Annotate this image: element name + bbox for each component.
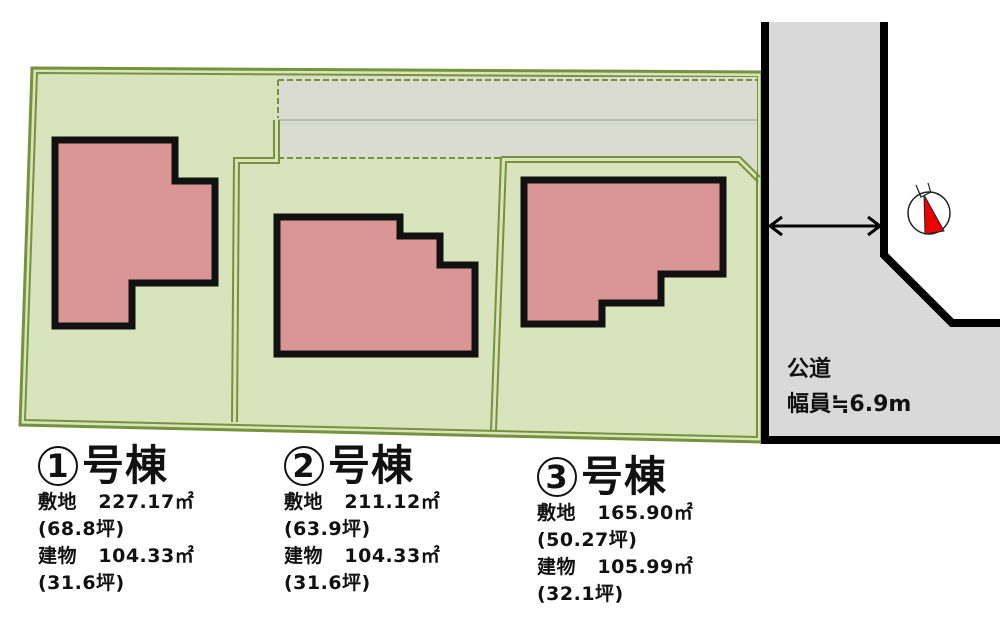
land-area-value: 165.90㎡ xyxy=(597,502,694,524)
building-area-value: 105.99㎡ xyxy=(597,556,694,578)
building-tsubo: (31.6坪) xyxy=(38,572,125,594)
land-area-row: 敷地 227.17㎡ xyxy=(38,489,194,516)
building-area-value: 104.33㎡ xyxy=(344,545,441,567)
lot-1-title: 1 号棟 xyxy=(38,443,194,489)
building-tsubo: (32.1坪) xyxy=(537,583,624,605)
road-label: 公道 幅員≒6.9m xyxy=(787,352,911,422)
road-name: 公道 xyxy=(787,357,832,382)
land-area-row: 敷地 165.90㎡ xyxy=(537,500,693,527)
house-3-footprint xyxy=(520,176,727,328)
shared-driveway xyxy=(277,77,757,175)
lot-2-title: 2 号棟 xyxy=(284,443,440,489)
building-area-row: 建物 104.33㎡ xyxy=(38,543,194,570)
lot-number-badge: 2 xyxy=(284,446,324,486)
land-tsubo: (50.27坪) xyxy=(537,529,638,551)
land-label: 敷地 xyxy=(537,502,577,524)
land-area-value: 227.17㎡ xyxy=(98,491,195,513)
land-label: 敷地 xyxy=(284,491,324,513)
building-label: 建物 xyxy=(284,545,324,567)
land-area-value: 211.12㎡ xyxy=(344,491,441,513)
building-label: 建物 xyxy=(38,545,78,567)
lot-number-badge: 1 xyxy=(38,446,78,486)
lot-title-text: 号棟 xyxy=(328,441,415,490)
land-tsubo: (68.8坪) xyxy=(38,518,125,540)
building-label: 建物 xyxy=(537,556,577,578)
lot-3-title: 3 号棟 xyxy=(537,454,693,500)
building-tsubo: (31.6坪) xyxy=(284,572,371,594)
land-area-row: 敷地 211.12㎡ xyxy=(284,489,440,516)
road-width: 幅員≒6.9m xyxy=(787,392,912,417)
lot-title-text: 号棟 xyxy=(82,441,169,490)
north-arrow-icon xyxy=(907,182,951,235)
lot-1-info: 1 号棟 敷地 227.17㎡ (68.8坪) 建物 104.33㎡ (31.6… xyxy=(38,443,194,597)
building-area-value: 104.33㎡ xyxy=(98,545,195,567)
house-2-footprint xyxy=(273,213,479,358)
lot-3-info: 3 号棟 敷地 165.90㎡ (50.27坪) 建物 105.99㎡ (32.… xyxy=(537,454,693,608)
house-1-footprint xyxy=(51,136,219,330)
lot-title-text: 号棟 xyxy=(581,452,668,501)
land-label: 敷地 xyxy=(38,491,78,513)
lot-number-badge: 3 xyxy=(537,457,577,497)
public-road xyxy=(761,22,1000,444)
lot-dividers xyxy=(231,120,761,431)
land-tsubo: (63.9坪) xyxy=(284,518,371,540)
building-area-row: 建物 105.99㎡ xyxy=(537,554,693,581)
road-width-arrow-icon xyxy=(767,215,883,237)
lot-2-info: 2 号棟 敷地 211.12㎡ (63.9坪) 建物 104.33㎡ (31.6… xyxy=(284,443,440,597)
building-area-row: 建物 104.33㎡ xyxy=(284,543,440,570)
